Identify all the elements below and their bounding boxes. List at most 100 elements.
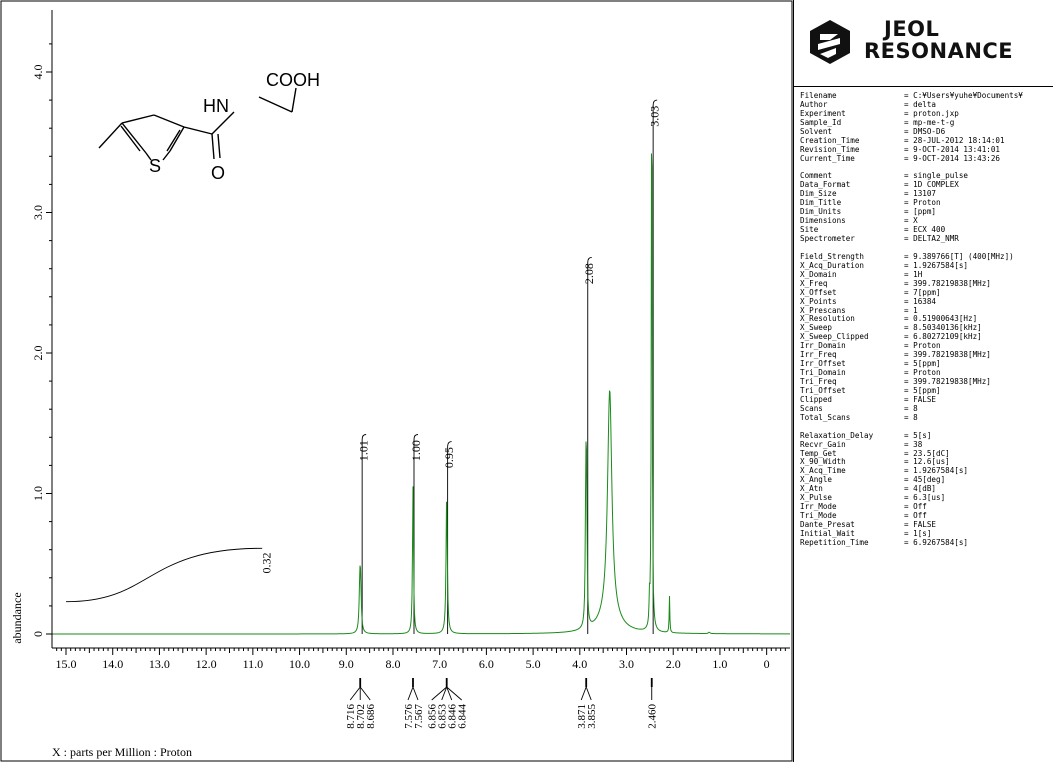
meta-value: = 23.5[dC] — [904, 449, 950, 458]
x-tick-label: 4.0 — [572, 657, 587, 671]
peak-connector — [431, 686, 447, 701]
meta-row: Tri_Offset = 5[ppm] — [800, 385, 1052, 396]
y-tick-label: 4.0 — [31, 65, 45, 80]
meta-value: = mp-me-t-g — [904, 118, 955, 127]
molecule-bond — [211, 111, 235, 135]
meta-row: Tri_Freq = 399.78219838[MHz] — [800, 377, 1052, 387]
meta-row: Repetition_Time= 6.9267584[s] — [800, 538, 1052, 548]
meta-value: = FALSE — [904, 395, 937, 404]
integral-label: 3.03 — [647, 106, 661, 127]
peak-connector — [441, 686, 448, 701]
integral-curve — [652, 99, 658, 634]
peak-label: 8.686 — [365, 704, 377, 729]
meta-value: = proton.jxp — [904, 109, 959, 118]
acquisition-parameters: Filename= C:¥Users¥yuhe¥Documents¥Author… — [800, 91, 1052, 548]
x-tick-label: 7.0 — [432, 657, 447, 671]
integral-label: 1.00 — [409, 440, 423, 461]
meta-value: = 1 — [904, 306, 918, 315]
meta-key: Comment — [800, 171, 833, 181]
meta-value: = 399.78219838[MHz] — [904, 351, 991, 360]
x-tick-label: 13.0 — [149, 657, 170, 671]
meta-value: = 5[ppm] — [904, 386, 941, 395]
meta-key: X_Prescans — [800, 305, 846, 315]
meta-row: Experiment = proton.jxp — [800, 108, 1052, 119]
meta-value: = Off — [904, 503, 927, 512]
meta-row: Dim_Title= Proton — [800, 198, 1052, 208]
meta-key: Tri_Freq — [800, 377, 837, 386]
meta-row: Filename= C:¥Users¥yuhe¥Documents¥ — [800, 91, 1052, 101]
meta-row: Current_Time= 9-OCT-2014 13:43:26 — [800, 154, 1052, 164]
meta-row: Sample_Id= mp-me-t-g — [800, 118, 1052, 128]
meta-value: = 4[dB] — [904, 485, 937, 494]
meta-value: = delta — [904, 100, 937, 109]
meta-key: X_90_Width — [800, 457, 846, 467]
meta-row: Dante_Presat= FALSE — [800, 520, 1052, 530]
meta-row: X_90_Width = 12.6[us] — [800, 457, 1052, 467]
x-tick-label: 14.0 — [102, 657, 123, 671]
meta-key: Tri_Offset — [800, 385, 846, 395]
meta-row: X_Pulse = 6.3[us] — [800, 493, 1052, 503]
meta-key: Filename — [800, 91, 837, 100]
meta-row: Revision_Time= 9-OCT-2014 13:41:01 — [800, 144, 1052, 155]
meta-row: X_Points= 16384 — [800, 297, 1052, 307]
meta-value: = 0.51900643[Hz] — [904, 315, 978, 324]
x-tick-label: 15.0 — [56, 657, 77, 671]
meta-key: X_Sweep — [800, 323, 833, 333]
logo-line-1: JEOL — [884, 17, 940, 41]
meta-value: = 8.50340136[kHz] — [904, 324, 982, 333]
meta-value: = Proton — [904, 369, 941, 378]
meta-key: Revision_Time — [800, 144, 860, 154]
meta-row: X_Prescans = 1 — [800, 305, 1052, 316]
meta-row: Dim_Size= 13107 — [800, 189, 1052, 199]
meta-key: Irr_Mode — [800, 502, 837, 512]
meta-value: = 6.3[us] — [904, 494, 946, 503]
meta-row: Tri_Mode= Off — [800, 511, 1052, 521]
molecule-bond — [121, 114, 155, 124]
meta-value: = ECX 400 — [904, 226, 946, 235]
meta-value: = 12.6[us] — [904, 458, 950, 467]
meta-key: Creation_Time — [800, 135, 860, 145]
meta-key: Data_Format — [800, 180, 851, 190]
meta-value: = 399.78219838[MHz] — [904, 378, 991, 386]
meta-key: X_Offset — [800, 287, 837, 297]
meta-key: X_Pulse — [800, 493, 833, 503]
panel-divider — [794, 86, 1053, 87]
meta-key: Irr_Offset — [800, 359, 846, 369]
meta-key: Field_Strength — [800, 251, 865, 261]
meta-key: X_Acq_Duration — [800, 260, 865, 270]
meta-key: X_Acq_Time — [800, 466, 846, 476]
peak-label: 6.853 — [437, 704, 449, 729]
meta-value: = 13107 — [904, 190, 937, 199]
peak-connector — [359, 686, 371, 701]
molecule-double-bond — [217, 133, 221, 159]
meta-row: X_Domain= 1H — [800, 269, 1052, 280]
meta-key: X_Domain — [800, 269, 837, 279]
meta-value: = X — [904, 217, 918, 226]
meta-row: Temp_Get = 23.5[dC] — [800, 448, 1052, 459]
molecule-bond — [145, 152, 152, 161]
peak-label: 8.716 — [345, 704, 357, 729]
x-tick-label: 10.0 — [289, 657, 310, 671]
meta-key: Experiment — [800, 108, 846, 118]
integral-label: 0.32 — [260, 553, 274, 574]
x-tick-label: 2.0 — [666, 657, 681, 671]
meta-value: = single_pulse — [904, 172, 969, 181]
meta-key: Scans — [800, 403, 823, 413]
meta-row: X_Acq_Time= 1.9267584[s] — [800, 466, 1052, 476]
meta-value: = 8 — [904, 413, 918, 422]
meta-key: Dim_Title — [800, 198, 842, 208]
meta-row: X_Offset= 7[ppm] — [800, 287, 1052, 298]
meta-key: Dim_Units — [800, 207, 842, 217]
meta-value: = 9.389766[T] (400[MHz]) — [904, 252, 1014, 261]
molecule-bond — [98, 122, 123, 149]
meta-key: Temp_Get — [800, 448, 837, 458]
meta-key: Total_Scans — [800, 412, 851, 422]
y-tick-label: 2.0 — [31, 346, 45, 361]
meta-value: = 399.78219838[MHz] — [904, 279, 991, 288]
meta-key: Solvent — [800, 126, 833, 136]
integral-curve — [66, 547, 263, 603]
meta-row: Relaxation_Delay= 5[s] — [800, 431, 1052, 441]
meta-row: X_Freq= 399.78219838[MHz] — [800, 279, 1052, 289]
